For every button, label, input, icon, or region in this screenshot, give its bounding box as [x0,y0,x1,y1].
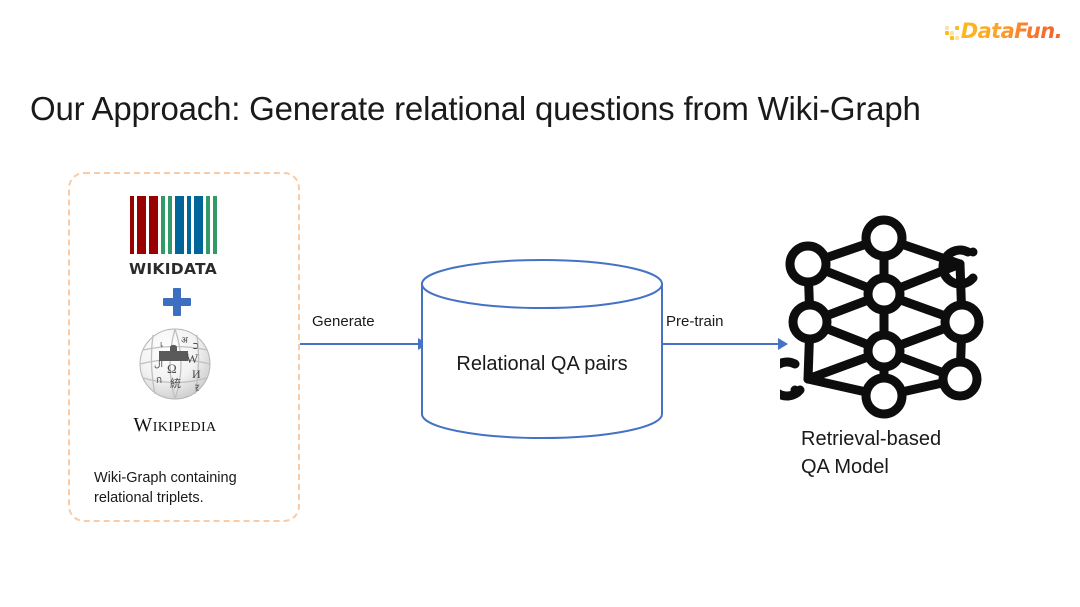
wiki-graph-source-box [68,172,300,522]
svg-text:ال: ال [154,359,163,369]
cylinder-shape-icon [421,259,663,439]
wikidata-barcode-icon [117,196,229,254]
qa-pairs-datastore [419,258,665,440]
plus-icon [163,288,191,316]
svg-text:ऱ: ऱ [195,383,200,394]
brand-name: DataFun. [960,19,1063,43]
page-title: Our Approach: Generate relational questi… [30,90,921,128]
wikidata-logo: WIKIDATA [117,196,229,278]
wikipedia-wordmark: Wikipedia [133,414,217,436]
wikipedia-logo: Ω W И ال 統 כ ก เ अ ऱ Wikipedia [120,325,230,437]
arrow-right-icon-generate [300,338,428,350]
wikipedia-puzzle-globe-icon: Ω W И ال 統 כ ก เ अ ऱ [139,328,211,400]
svg-text:W: W [186,351,199,366]
arrow-label-generate: Generate [312,313,375,330]
svg-text:Ω: Ω [167,361,177,376]
arrow-label-pretrain: Pre-train [666,313,724,330]
svg-text:अ: अ [181,335,189,345]
arrow-right-icon-pretrain [660,338,788,350]
svg-text:И: И [192,367,201,381]
dots-grid-icon [944,25,959,40]
svg-text:כ: כ [193,340,198,352]
datastore-label: Relational QA pairs [456,353,628,375]
svg-text:統: 統 [170,376,181,390]
neural-network-icon [780,215,984,419]
source-caption: Wiki-Graph containing relational triplet… [94,470,237,506]
retrieval-model-graphic [780,214,996,419]
svg-text:เ: เ [160,339,163,349]
model-label: Retrieval-based QA Model [801,425,1031,481]
svg-text:ก: ก [156,375,162,386]
datafun-logo: DataFun. [944,18,1063,44]
model-label-line1: Retrieval-based [801,428,942,450]
model-label-line2: QA Model [801,456,889,478]
wikidata-wordmark: WIKIDATA [128,260,218,278]
